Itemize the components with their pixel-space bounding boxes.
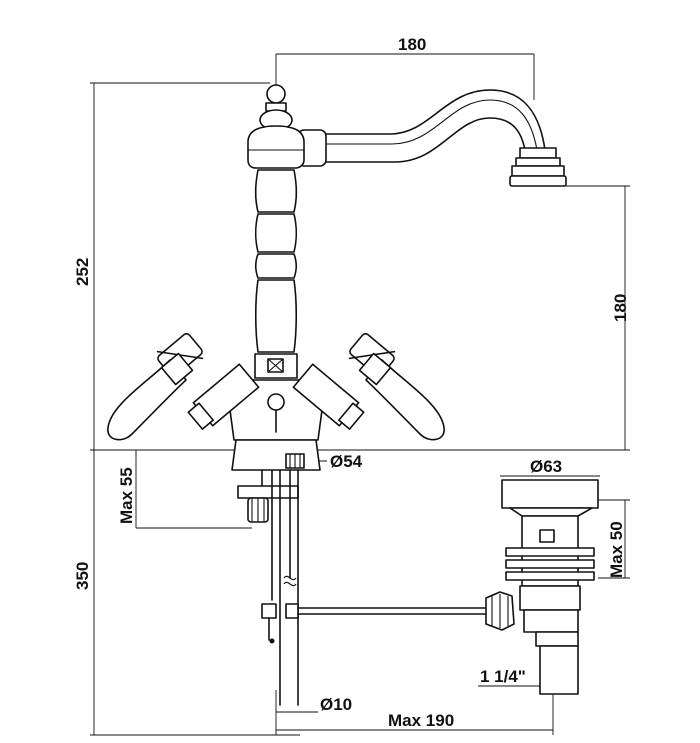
under-deck-assembly xyxy=(231,439,321,706)
label-max-deck: Max 55 xyxy=(117,467,136,524)
dimension-labels: 180 252 180 Ø54 Max 55 350 Ø63 Max 50 1 … xyxy=(73,35,630,730)
label-spout-height: 180 xyxy=(611,294,630,322)
label-spout-reach: 180 xyxy=(398,35,426,54)
left-valve-handle xyxy=(107,333,260,441)
label-deck-hole: Ø54 xyxy=(330,452,363,471)
label-waste-diameter: Ø63 xyxy=(530,457,562,476)
pop-up-waste xyxy=(501,479,599,695)
label-below-deck: 350 xyxy=(73,562,92,590)
body-column xyxy=(229,84,323,441)
right-valve-handle xyxy=(292,333,445,441)
label-rod-diameter: Ø10 xyxy=(320,695,352,714)
label-waste-thread: 1 1/4" xyxy=(480,667,526,686)
spout xyxy=(297,89,567,187)
linkage-rod xyxy=(297,591,515,631)
label-rod-reach: Max 190 xyxy=(388,711,454,730)
label-total-height: 252 xyxy=(73,258,92,286)
label-waste-max: Max 50 xyxy=(607,521,626,578)
